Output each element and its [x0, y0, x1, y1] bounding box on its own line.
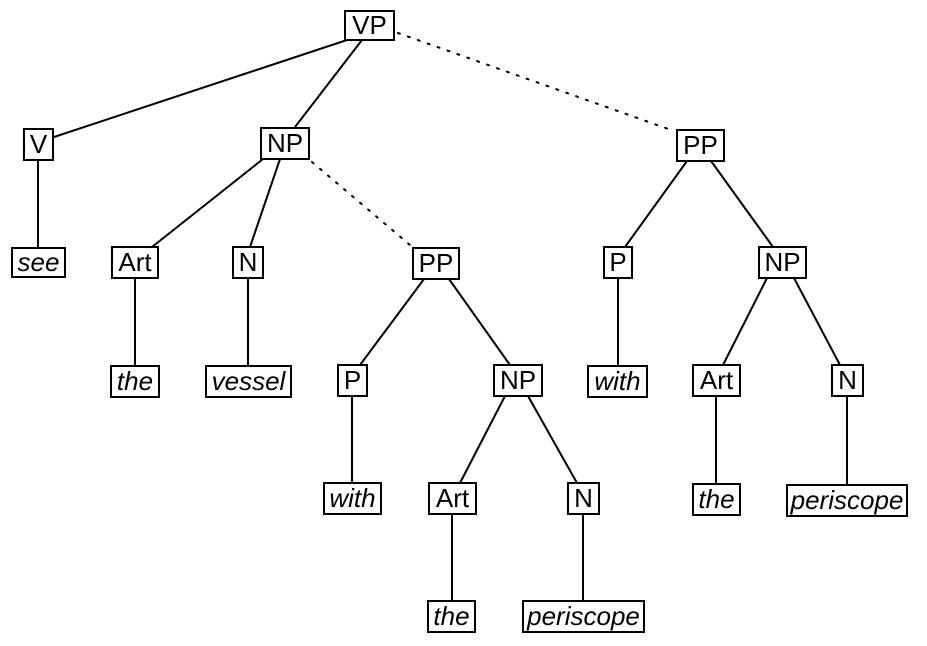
- leaf-vessel: vessel: [205, 365, 292, 398]
- leaf-with-right: with: [587, 365, 648, 398]
- edge-vp-np1: [294, 39, 363, 128]
- node-p-mid: P: [337, 364, 368, 397]
- edge-np1-art1: [151, 158, 264, 248]
- node-p-right: P: [603, 246, 633, 279]
- node-pp-mid: PP: [412, 247, 460, 280]
- edge-pp-mid-p-mid: [359, 278, 425, 366]
- leaf-see: see: [11, 247, 66, 278]
- edge-np-right-n-right: [793, 277, 841, 366]
- edge-np-right-art-right: [722, 277, 768, 366]
- leaf-periscope-right: periscope: [786, 484, 908, 517]
- node-vp: VP: [344, 10, 395, 41]
- edge-vp-v: [53, 39, 348, 138]
- node-art-right: Art: [692, 364, 741, 397]
- edge-np-mid-n-mid: [527, 395, 578, 484]
- leaf-the-1: the: [110, 365, 160, 398]
- node-v: V: [23, 128, 54, 161]
- leaf-with-mid: with: [323, 482, 382, 515]
- edge-pp-right-p-right: [624, 160, 688, 248]
- node-np-object: NP: [260, 127, 310, 160]
- edge-vp-pp-right: [397, 32, 675, 132]
- node-pp-right: PP: [676, 129, 725, 162]
- edge-pp-mid-np-mid: [448, 278, 511, 366]
- leaf-the-right: the: [692, 483, 741, 516]
- node-n-mid: N: [567, 482, 600, 515]
- leaf-periscope-mid: periscope: [522, 600, 645, 633]
- edge-np1-pp-mid: [311, 161, 411, 246]
- node-n-right: N: [831, 364, 864, 397]
- edge-pp-right-np-right: [710, 160, 774, 248]
- node-np-mid: NP: [493, 364, 543, 397]
- node-n-1: N: [232, 246, 264, 279]
- node-art-mid: Art: [428, 482, 477, 515]
- edge-np-mid-art-mid: [459, 395, 506, 484]
- node-art-1: Art: [111, 246, 159, 279]
- node-np-right: NP: [758, 246, 807, 279]
- edge-np1-n1: [249, 158, 281, 248]
- leaf-the-mid: the: [427, 600, 476, 633]
